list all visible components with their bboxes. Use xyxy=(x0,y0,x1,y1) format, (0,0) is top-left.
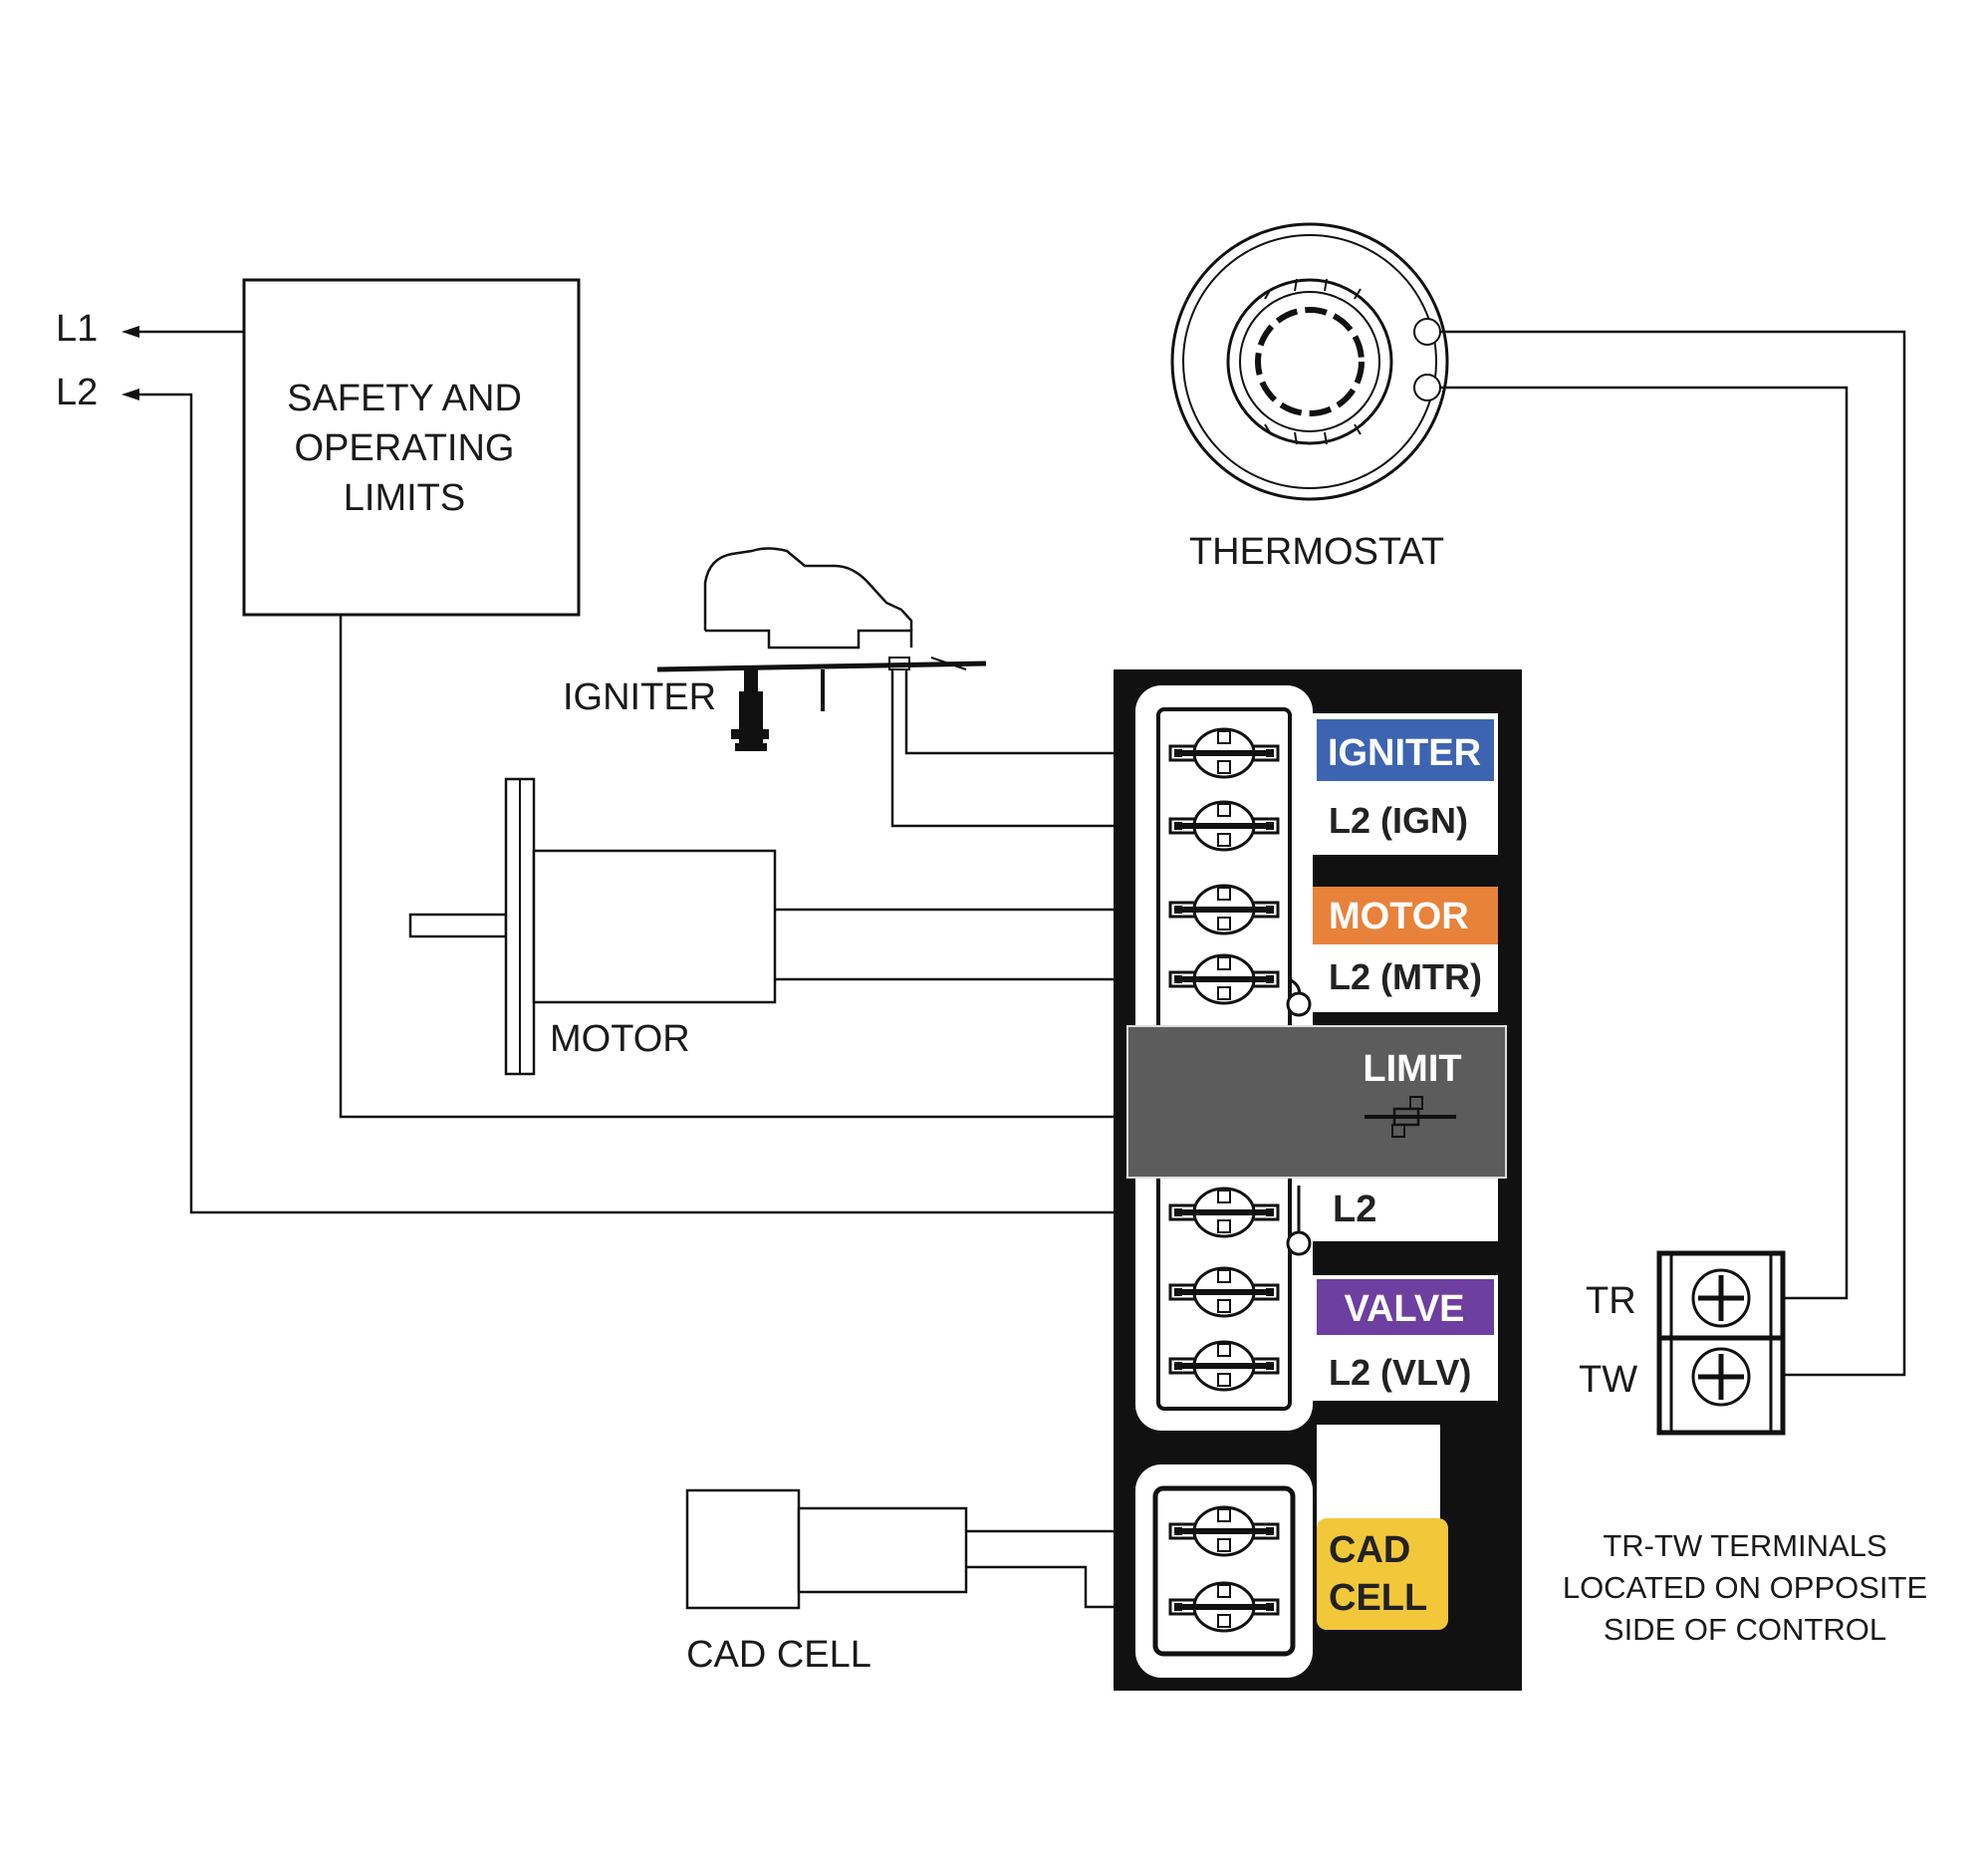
tag-valve: VALVE xyxy=(1344,1288,1464,1330)
thermostat-tr-wire xyxy=(1440,386,1849,1300)
cad-cell: CAD CELL xyxy=(685,1488,1175,1676)
tag-cad-line1: CAD xyxy=(1329,1529,1410,1571)
note-line3: SIDE OF CONTROL xyxy=(1604,1612,1886,1647)
tag-l2-vlv: L2 (VLV) xyxy=(1329,1352,1471,1393)
screw-terminal-icon xyxy=(1168,1187,1280,1238)
tag-igniter-bg xyxy=(1317,719,1494,781)
l2-label: L2 xyxy=(56,372,98,413)
note-line1: TR-TW TERMINALS xyxy=(1603,1528,1886,1563)
igniter-base-plate xyxy=(656,661,987,672)
supply-lines: L1 L2 xyxy=(56,308,1175,1214)
safety-limits-frame xyxy=(242,278,581,617)
igniter-label: IGNITER xyxy=(563,676,716,718)
tw-label: TW xyxy=(1579,1359,1637,1401)
safety-label-line1: SAFETY AND xyxy=(287,378,522,419)
thermostat-dial xyxy=(1226,278,1393,445)
limit-wire xyxy=(339,615,1434,1119)
safety-limits-box: SAFETY AND OPERATING LIMITS xyxy=(242,278,1434,1119)
tag-motor: MOTOR xyxy=(1329,896,1469,937)
igniter-electrode xyxy=(739,691,763,749)
tag-valve-bg xyxy=(1317,1279,1494,1335)
igniter-housing xyxy=(703,547,913,631)
tag-motor-bg xyxy=(1313,887,1498,944)
motor-body xyxy=(532,849,777,1004)
jumper-l2 xyxy=(1286,1230,1312,1256)
motor-shaft xyxy=(408,913,508,938)
screw-terminal-icon xyxy=(1168,1266,1280,1318)
screw-terminal-icon xyxy=(1168,800,1280,852)
limit-band xyxy=(1126,1025,1507,1179)
cad-cell-body xyxy=(797,1506,968,1594)
cad-terminal-strip xyxy=(1135,1464,1313,1678)
screw-terminal-icon xyxy=(1168,953,1280,1005)
thermostat: THERMOSTAT xyxy=(1170,222,1906,1377)
screw-terminal-icon xyxy=(1168,1340,1280,1392)
thermostat-tw-wire xyxy=(1440,330,1906,1377)
igniter-wire-2 xyxy=(890,669,1175,828)
cad-cell-label: CAD CELL xyxy=(686,1634,871,1676)
safety-label-line3: LIMITS xyxy=(344,477,465,519)
tag-l2-ign: L2 (IGN) xyxy=(1329,800,1468,841)
tag-l2-mtr: L2 (MTR) xyxy=(1329,956,1482,997)
l2-wire xyxy=(131,393,1175,1214)
thermostat-outer-ring xyxy=(1170,222,1449,501)
screw-terminal-icon xyxy=(1168,884,1280,935)
tr-tw-terminal-block: TR TW xyxy=(1579,1250,1786,1436)
l1-arrow-icon xyxy=(122,326,139,338)
screw-terminal-icon xyxy=(1168,1581,1280,1633)
limit-terminal xyxy=(1365,1096,1456,1138)
cad-cell-base xyxy=(685,1488,801,1610)
igniter: IGNITER xyxy=(563,547,1175,828)
tr-label: TR xyxy=(1586,1280,1636,1322)
igniter-wire-1 xyxy=(904,669,1175,755)
thermostat-label: THERMOSTAT xyxy=(1189,531,1444,573)
safety-label-line2: OPERATING xyxy=(295,427,515,469)
screw-terminal-icon xyxy=(1168,1505,1280,1557)
l1-label: L1 xyxy=(56,308,98,350)
thermostat-coil xyxy=(1255,307,1365,416)
tag-cad-bg xyxy=(1317,1518,1448,1630)
tag-igniter: IGNITER xyxy=(1328,732,1481,774)
control-module: IGNITER L2 (IGN) MOTOR L2 (MTR) L2 VALVE… xyxy=(1114,669,1927,1691)
thermostat-w-terminal xyxy=(1413,318,1441,346)
screw-terminal-icon xyxy=(1168,727,1280,779)
motor: MOTOR xyxy=(408,777,1175,1076)
l2-arrow-icon xyxy=(122,389,139,400)
tag-cad-line2: CELL xyxy=(1329,1577,1427,1619)
jumper-motor xyxy=(1286,991,1312,1017)
tag-l2: L2 xyxy=(1333,1189,1376,1230)
note-line2: LOCATED ON OPPOSITE xyxy=(1563,1570,1927,1605)
thermostat-r-terminal xyxy=(1413,374,1441,401)
motor-label: MOTOR xyxy=(550,1018,690,1060)
tag-limit: LIMIT xyxy=(1363,1048,1461,1090)
